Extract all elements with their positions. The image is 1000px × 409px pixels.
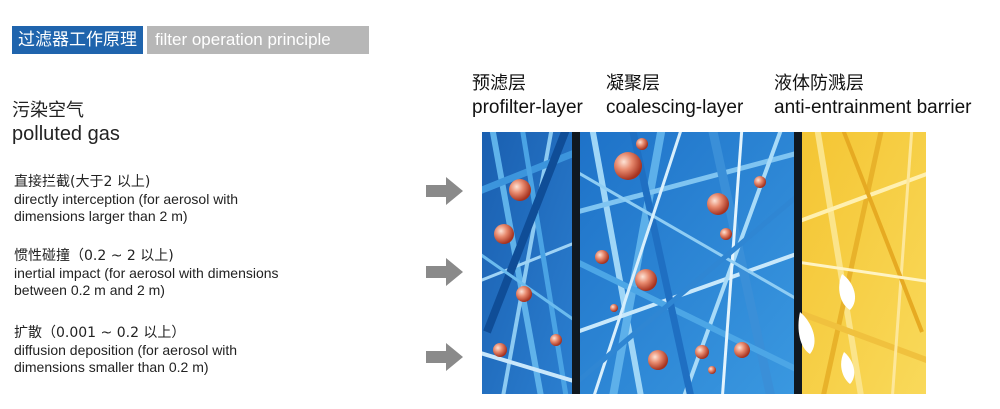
layer-divider <box>794 132 802 394</box>
particle-icon <box>493 343 507 357</box>
layer-label-zh: 凝聚层 <box>606 73 660 94</box>
aerosol-particles <box>493 138 766 374</box>
title-english: filter operation principle <box>147 26 369 54</box>
droplet-icon <box>841 352 855 384</box>
particle-icon <box>720 228 732 240</box>
particle-icon <box>636 138 648 150</box>
particle-icon <box>754 176 766 188</box>
mechanism-en-line1: inertial impact (for aerosol with dimens… <box>14 265 279 281</box>
particle-icon <box>635 269 657 291</box>
flow-arrow-icon <box>426 258 463 286</box>
mechanism-en-line2: between 0.2 m and 2 m) <box>14 282 165 298</box>
polluted-gas-en: polluted gas <box>12 123 120 145</box>
layer-label-en: profilter-layer <box>472 97 583 118</box>
particle-icon <box>516 286 532 302</box>
mechanism-en-line2: dimensions larger than 2 m) <box>14 208 188 224</box>
flow-arrow-icon <box>426 177 463 205</box>
particle-icon <box>648 350 668 370</box>
mechanism-en-line1: diffusion deposition (for aerosol with <box>14 342 238 358</box>
droplet-icon <box>839 274 856 310</box>
layer-label-zh: 液体防溅层 <box>774 73 864 94</box>
layer-label-en: anti-entrainment barrier <box>774 97 972 118</box>
mechanism-inertial-impact: 惯性碰撞（0.2 ~ 2 以上) inertial impact (for ae… <box>14 248 279 299</box>
filter-media-diagram <box>482 132 926 394</box>
mechanism-diffusion-deposition: 扩散（0.001 ~ 0.2 以上） diffusion deposition … <box>14 325 237 376</box>
mechanism-en-line2: dimensions smaller than 0.2 m) <box>14 359 209 375</box>
mechanism-zh: 扩散（0.001 ~ 0.2 以上） <box>14 325 186 341</box>
layer-label-prefilter: 预滤层 profilter-layer <box>472 72 583 120</box>
layer-divider <box>572 132 580 394</box>
particle-icon <box>610 304 618 312</box>
mechanism-zh: 惯性碰撞（0.2 ~ 2 以上) <box>14 248 174 264</box>
particle-icon <box>614 152 642 180</box>
particle-icon <box>509 179 531 201</box>
layer-label-coalescing: 凝聚层 coalescing-layer <box>606 72 743 120</box>
coalescing-layer <box>580 132 794 394</box>
particle-icon <box>550 334 562 346</box>
layer-label-barrier: 液体防溅层 anti-entrainment barrier <box>774 72 971 120</box>
layer-label-en: coalescing-layer <box>606 97 744 118</box>
particle-icon <box>707 193 729 215</box>
title-bar: 过滤器工作原理 filter operation principle <box>12 26 369 54</box>
droplet-icon <box>798 312 815 354</box>
title-chinese: 过滤器工作原理 <box>12 26 143 54</box>
particle-icon <box>708 366 716 374</box>
particle-icon <box>695 345 709 359</box>
flow-arrow-icon <box>426 343 463 371</box>
particle-icon <box>595 250 609 264</box>
layer-label-zh: 预滤层 <box>472 73 526 94</box>
particle-icon <box>494 224 514 244</box>
polluted-gas-label: 污染空气 polluted gas <box>12 100 120 146</box>
mechanism-zh: 直接拦截(大于2 以上) <box>14 174 151 190</box>
barrier-layer <box>798 132 926 394</box>
particle-icon <box>734 342 750 358</box>
mechanism-en-line1: directly interception (for aerosol with <box>14 191 239 207</box>
mechanism-direct-interception: 直接拦截(大于2 以上) directly interception (for … <box>14 174 238 225</box>
polluted-gas-zh: 污染空气 <box>12 100 84 121</box>
